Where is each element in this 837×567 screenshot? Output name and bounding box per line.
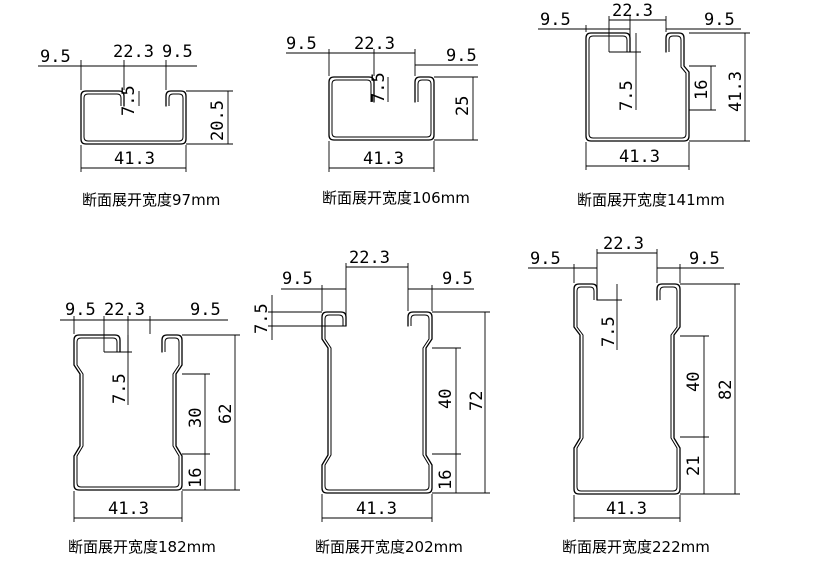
profile-202mm-outline <box>321 311 433 494</box>
dim-lip-right: 9.5 <box>162 42 193 62</box>
dim-depth: 7.5 <box>110 373 130 404</box>
profile-97mm-dimensions: 9.5 22.3 9.5 7.5 20.5 41.3 <box>38 42 233 172</box>
dim-mid: 40 <box>684 372 704 392</box>
dim-width: 41.3 <box>108 499 149 519</box>
profile-182mm-dimensions: 9.5 22.3 9.5 7.5 30 16 62 41.3 <box>60 300 240 522</box>
dim-depth: 7.5 <box>369 72 389 103</box>
dim-lip-left: 9.5 <box>282 269 313 289</box>
dim-height: 20.5 <box>208 100 228 141</box>
profile-141mm: 9.5 22.3 9.5 7.5 16 41.3 41.3 断面展开宽度141m… <box>538 1 750 209</box>
dim-width: 41.3 <box>114 149 155 169</box>
profile-202mm-caption: 断面展开宽度202mm <box>315 538 463 556</box>
dim-lip-left: 9.5 <box>530 249 561 269</box>
profile-97mm: 9.5 22.3 9.5 7.5 20.5 41.3 断面展开宽度97mm <box>38 42 233 209</box>
dim-height: 72 <box>467 391 487 411</box>
profile-182mm: 9.5 22.3 9.5 7.5 30 16 62 41.3 断面展开宽度182… <box>60 300 240 556</box>
profile-141mm-outline <box>585 32 690 142</box>
dim-slot: 22.3 <box>113 42 154 62</box>
profile-222mm-caption: 断面展开宽度222mm <box>562 538 710 556</box>
dim-width: 41.3 <box>363 149 404 169</box>
profile-106mm-caption: 断面展开宽度106mm <box>322 189 470 207</box>
dim-mid: 40 <box>436 389 456 409</box>
dim-width: 41.3 <box>356 499 397 519</box>
profile-106mm-outline <box>328 76 435 141</box>
dim-slot: 22.3 <box>354 34 395 54</box>
dim-slot: 22.3 <box>612 1 653 21</box>
dim-height: 62 <box>216 404 236 424</box>
dim-height: 82 <box>716 380 736 400</box>
dim-width: 41.3 <box>619 147 660 167</box>
profile-222mm-inner <box>576 286 678 492</box>
profile-97mm-caption: 断面展开宽度97mm <box>82 191 220 209</box>
profile-222mm: 9.5 22.3 9.5 7.5 40 21 82 41.3 断面展开宽度222… <box>528 234 740 556</box>
dim-lip-right: 9.5 <box>442 269 473 289</box>
dim-width: 41.3 <box>606 499 647 519</box>
profile-141mm-caption: 断面展开宽度141mm <box>577 191 725 209</box>
dim-lip-left: 9.5 <box>286 34 317 54</box>
profile-182mm-caption: 断面展开宽度182mm <box>68 538 216 556</box>
dim-lip-right: 9.5 <box>704 10 735 30</box>
dim-height: 25 <box>453 96 473 116</box>
profile-182mm-inner <box>76 337 180 488</box>
profile-97mm-outline <box>80 90 187 145</box>
dim-slot: 22.3 <box>104 300 145 320</box>
profile-202mm: 9.5 22.3 9.5 7.5 40 16 72 41.3 断面展开宽度202… <box>252 248 490 556</box>
profile-106mm-dimensions: 9.5 22.3 9.5 7.5 25 41.3 <box>286 34 478 172</box>
profile-141mm-dimensions: 9.5 22.3 9.5 7.5 16 41.3 41.3 <box>538 1 750 170</box>
profile-106mm-inner <box>331 79 432 138</box>
profile-141mm-inner <box>588 35 687 139</box>
dim-step: 16 <box>692 80 712 100</box>
dim-height: 41.3 <box>726 71 746 112</box>
dim-step: 16 <box>186 468 206 488</box>
dim-lip-right: 9.5 <box>446 46 477 66</box>
dim-lip-left: 9.5 <box>540 10 571 30</box>
dim-slot: 22.3 <box>349 248 390 268</box>
profile-182mm-outline <box>73 334 183 491</box>
profile-202mm-dimensions: 9.5 22.3 9.5 7.5 40 16 72 41.3 <box>252 248 490 522</box>
dim-lip-left: 9.5 <box>40 47 71 67</box>
dim-step: 21 <box>684 456 704 476</box>
dim-mid: 30 <box>186 408 206 428</box>
profile-106mm: 9.5 22.3 9.5 7.5 25 41.3 断面展开宽度106mm <box>286 34 478 207</box>
profile-202mm-inner <box>324 314 430 491</box>
dim-lip-left: 9.5 <box>65 300 96 320</box>
dim-depth: 7.5 <box>617 80 637 111</box>
dim-step: 16 <box>436 470 456 490</box>
dim-slot: 22.3 <box>603 234 644 254</box>
dim-lip-right: 9.5 <box>190 300 221 320</box>
profile-97mm-inner <box>83 93 184 142</box>
dim-depth: 7.5 <box>252 303 272 334</box>
dim-lip-right: 9.5 <box>689 249 720 269</box>
dim-depth: 7.5 <box>599 316 619 347</box>
profile-222mm-dimensions: 9.5 22.3 9.5 7.5 40 21 82 41.3 <box>528 234 740 522</box>
dim-depth: 7.5 <box>119 85 139 116</box>
profile-222mm-outline <box>573 283 681 495</box>
